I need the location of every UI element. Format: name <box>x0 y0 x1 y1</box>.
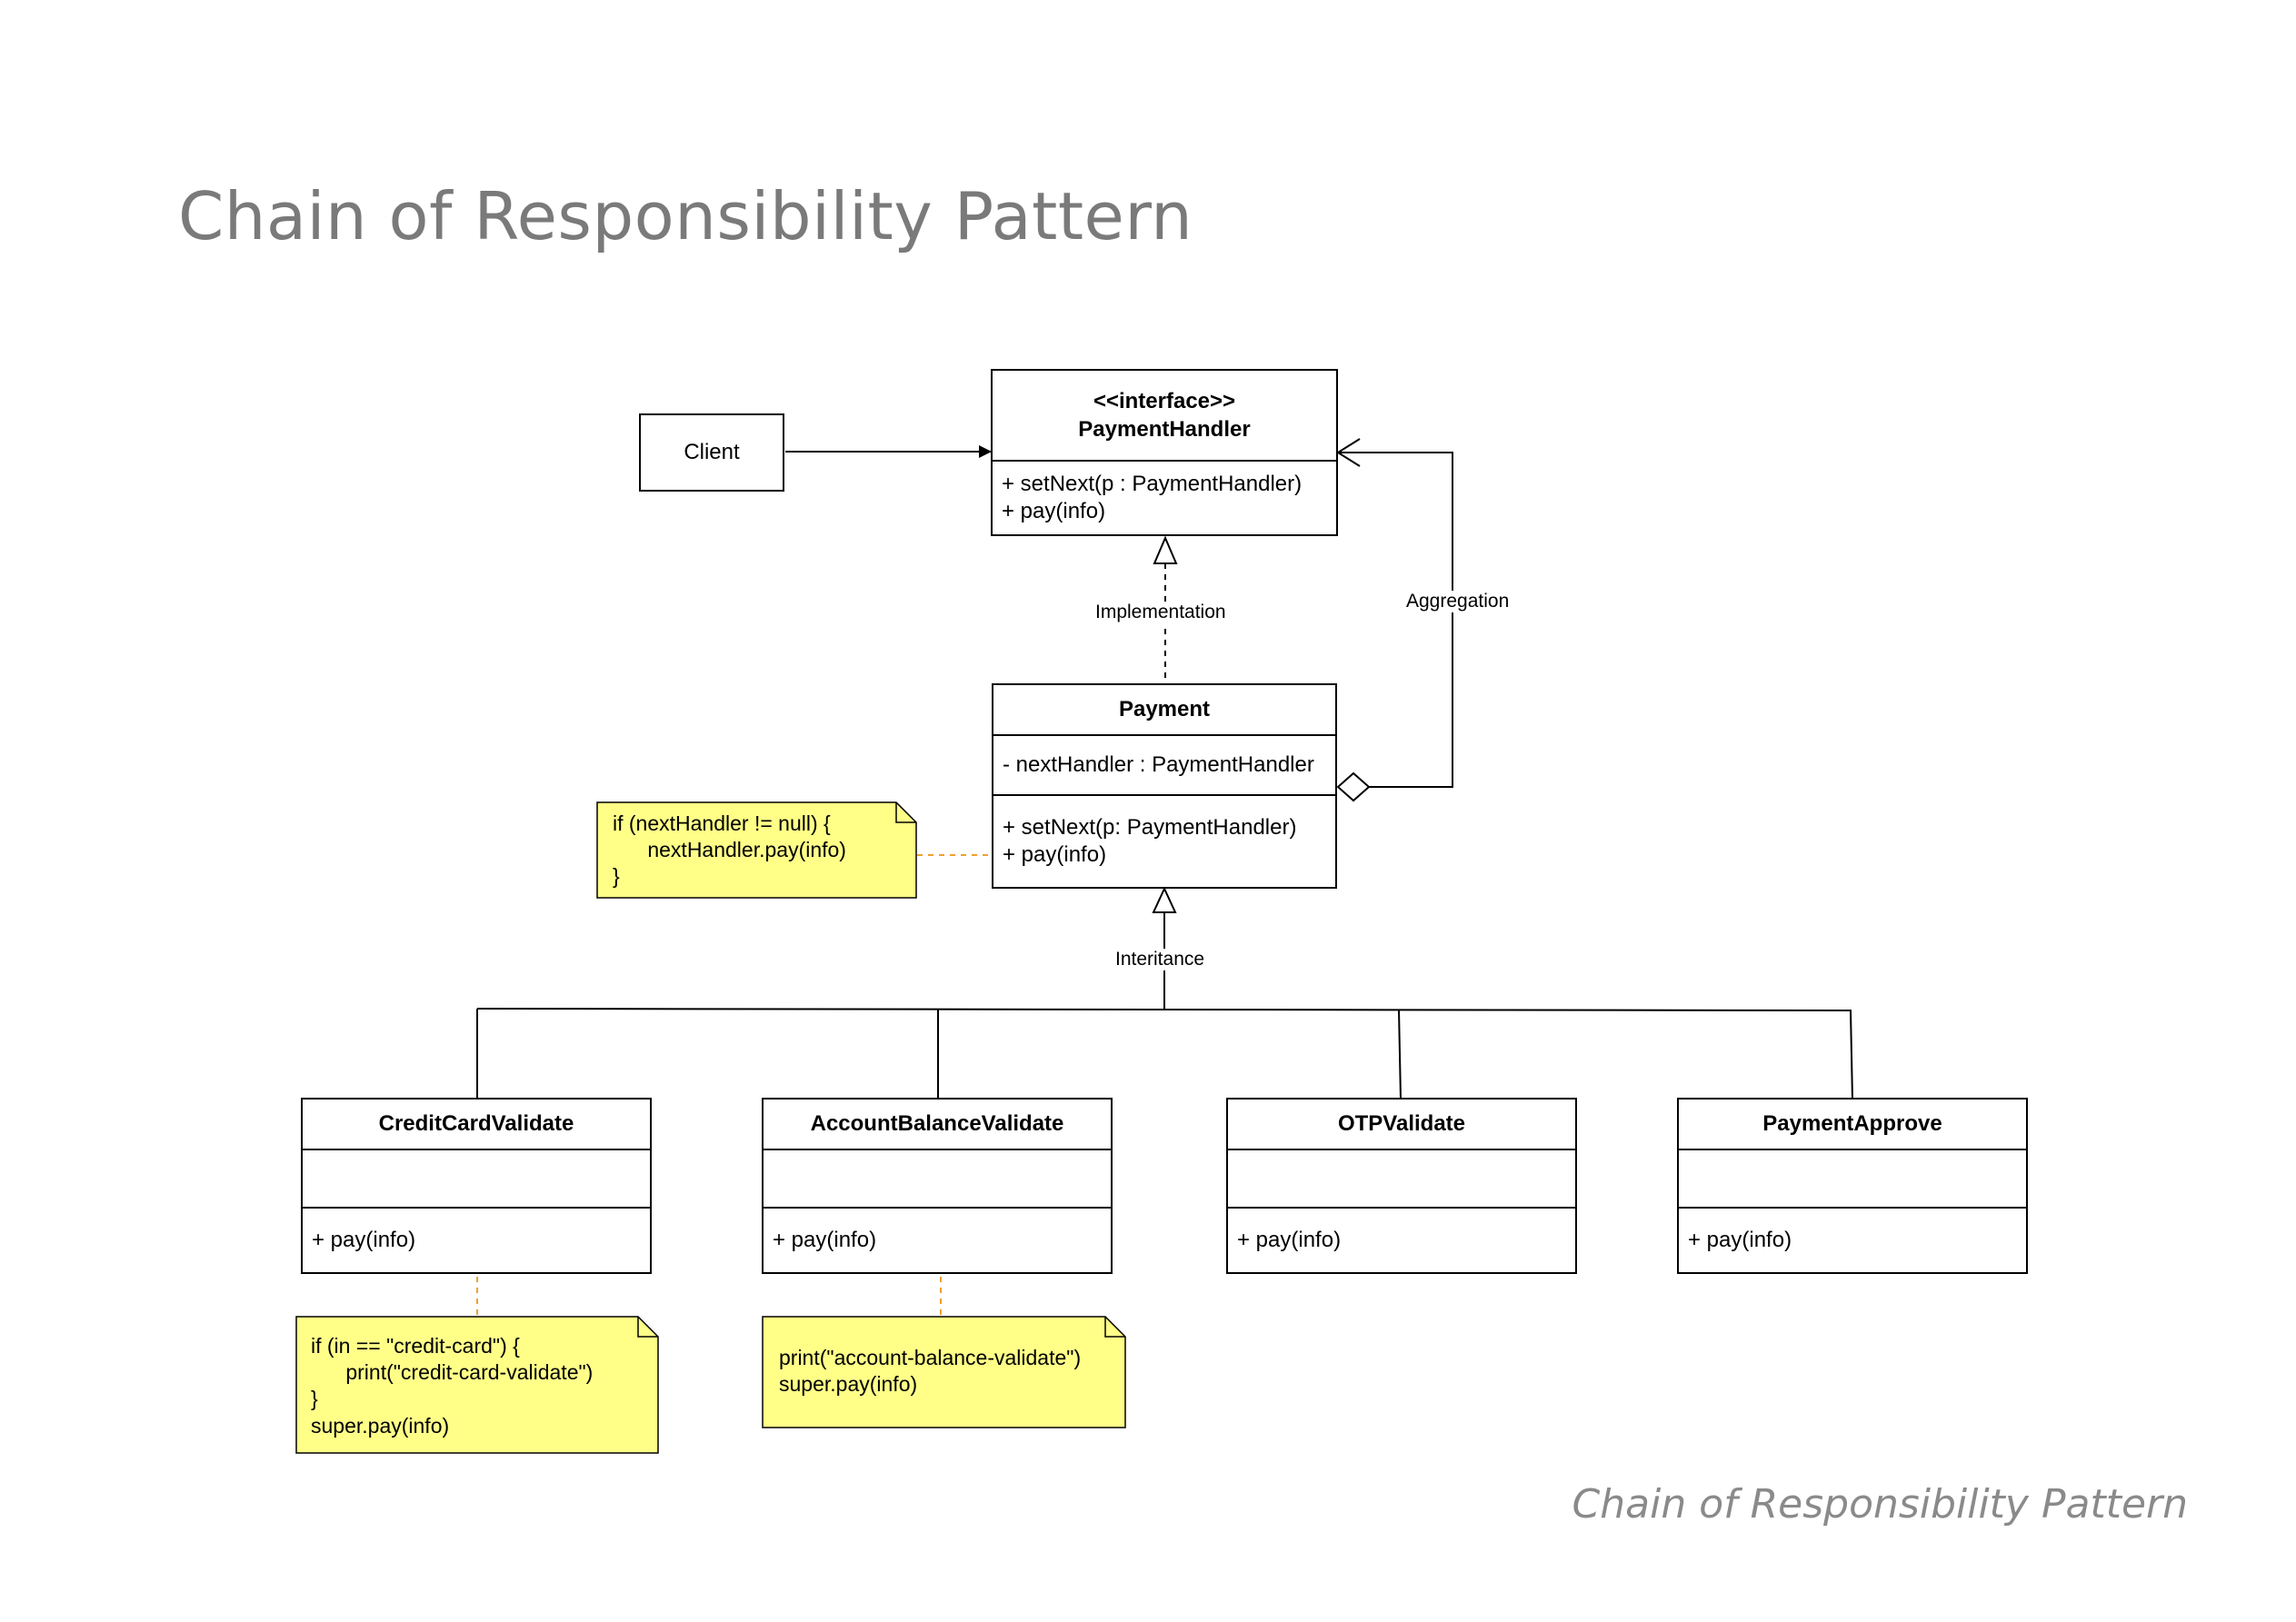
subclass-header: AccountBalanceValidate <box>764 1100 1111 1150</box>
subclass-attributes <box>1228 1150 1575 1209</box>
subclass-payment-approve[interactable]: PaymentApprove + pay(info) <box>1677 1098 2028 1274</box>
interface-methods: + setNext(p : PaymentHandler) + pay(info… <box>993 462 1336 534</box>
subclass-methods: + pay(info) <box>1228 1209 1575 1272</box>
client-box[interactable]: Client <box>639 413 784 492</box>
subclass-name: PaymentApprove <box>1762 1111 1942 1137</box>
implementation-label: Implementation <box>1093 602 1229 623</box>
aggregation-diamond <box>1336 771 1371 802</box>
subclass-account-balance-validate[interactable]: AccountBalanceValidate + pay(info) <box>762 1098 1113 1274</box>
interface-method: + pay(info) <box>1002 499 1106 523</box>
subclass-method: + pay(info) <box>1237 1228 1342 1252</box>
note-shape-account <box>762 1316 1126 1428</box>
payment-methods: + setNext(p: PaymentHandler) + pay(info) <box>993 796 1335 887</box>
subclass-name: CreditCardValidate <box>378 1111 574 1137</box>
subclass-method: + pay(info) <box>312 1228 416 1252</box>
payment-method: + setNext(p: PaymentHandler) <box>1003 815 1297 840</box>
payment-handler-interface[interactable]: <<interface>> PaymentHandler + setNext(p… <box>991 369 1338 536</box>
implementation-triangle <box>1153 535 1178 564</box>
subclass-attributes <box>764 1150 1111 1209</box>
footer-caption: Chain of Responsibility Pattern <box>1572 1481 2188 1527</box>
subclass-method: + pay(info) <box>773 1228 877 1252</box>
subclass-header: CreditCardValidate <box>303 1100 650 1150</box>
note-payment: if (nextHandler != null) { nextHandler.p… <box>613 811 846 889</box>
aggregation-label: Aggregation <box>1403 591 1512 612</box>
subclass-credit-card-validate[interactable]: CreditCardValidate + pay(info) <box>301 1098 652 1274</box>
interface-header: <<interface>> PaymentHandler <box>993 371 1336 462</box>
inheritance-label: Interitance <box>1113 949 1208 970</box>
client-label: Client <box>684 440 740 464</box>
payment-attributes: - nextHandler : PaymentHandler <box>993 736 1335 796</box>
aggregation-line <box>1338 452 1453 788</box>
subclass-header: PaymentApprove <box>1679 1100 2026 1150</box>
note-credit-card: if (in == "credit-card") { print("credit… <box>311 1334 594 1438</box>
inheritance-bus <box>476 1008 1852 1011</box>
subclass-attributes <box>303 1150 650 1209</box>
interface-name: PaymentHandler <box>1078 417 1251 442</box>
aggregation-arrowhead <box>1336 438 1361 467</box>
subclass-methods: + pay(info) <box>303 1209 650 1272</box>
note-shape-payment <box>596 801 917 899</box>
subclass-name: OTPValidate <box>1337 1111 1466 1137</box>
subclass-methods: + pay(info) <box>764 1209 1111 1272</box>
subclass-otp-validate[interactable]: OTPValidate + pay(info) <box>1226 1098 1577 1274</box>
payment-method: + pay(info) <box>1003 842 1107 867</box>
subclass-header: OTPValidate <box>1228 1100 1575 1150</box>
subclass-method: + pay(info) <box>1688 1228 1792 1252</box>
page-title: Chain of Responsibility Pattern <box>178 178 1193 254</box>
payment-class[interactable]: Payment - nextHandler : PaymentHandler +… <box>992 683 1337 889</box>
note-account-balance: print("account-balance-validate") super.… <box>779 1346 1082 1397</box>
interface-stereotype: <<interface>> <box>1093 388 1236 413</box>
payment-attribute: - nextHandler : PaymentHandler <box>1003 752 1314 777</box>
inheritance-triangle <box>1152 886 1177 913</box>
payment-name: Payment <box>1118 697 1211 722</box>
interface-method: + setNext(p : PaymentHandler) <box>1002 472 1303 496</box>
subclass-methods: + pay(info) <box>1679 1209 2026 1272</box>
note-shape-credit <box>295 1316 659 1454</box>
subclass-name: AccountBalanceValidate <box>810 1111 1064 1137</box>
payment-header: Payment <box>993 685 1335 736</box>
subclass-attributes <box>1679 1150 2026 1209</box>
